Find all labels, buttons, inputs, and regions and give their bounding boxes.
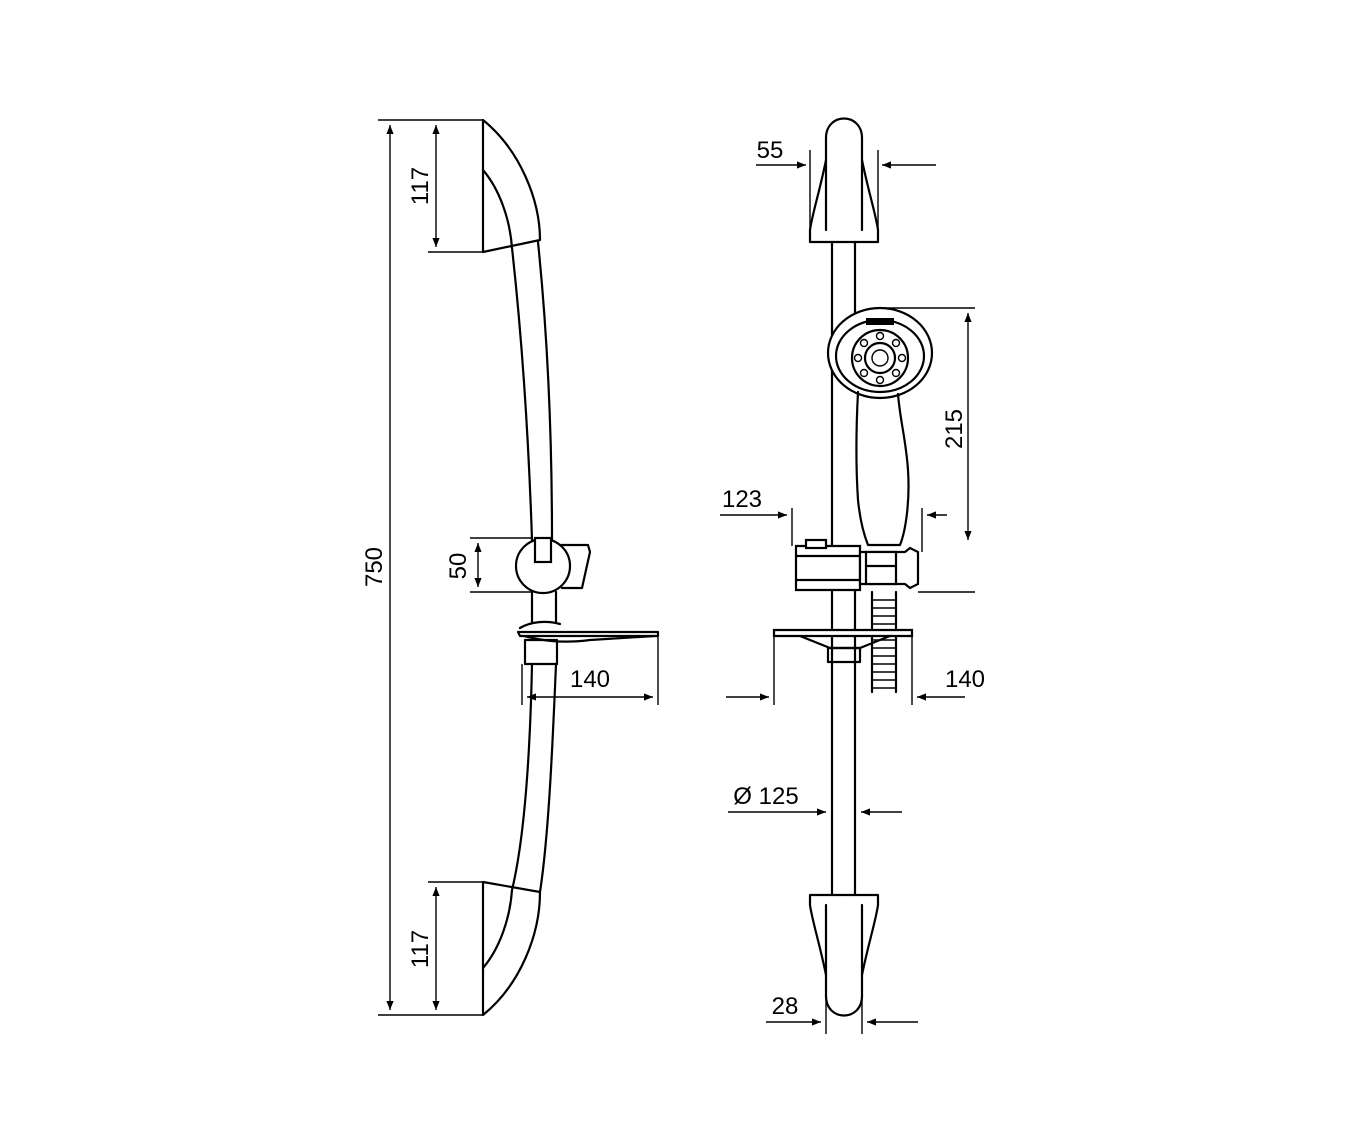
dim-hose-diameter: Ø 125	[728, 783, 902, 816]
front-top-bracket	[808, 117, 880, 244]
dim-bracket-width: 55	[756, 137, 936, 242]
label-bracket-width: 55	[757, 137, 784, 164]
dim-tray-depth: 140	[521, 636, 659, 705]
dim-slider-width: 123	[720, 486, 947, 552]
side-soap-tray	[516, 620, 660, 666]
label-bottom-bracket-height: 117	[407, 930, 434, 968]
side-top-bracket	[481, 118, 542, 254]
dim-tray-width: 140	[726, 636, 985, 705]
label-tray-depth: 140	[570, 666, 610, 693]
dim-overall-height: 750	[361, 119, 483, 1016]
label-overall-height: 750	[361, 547, 388, 587]
side-lower-rail	[510, 662, 558, 894]
label-slider-height: 50	[445, 553, 472, 580]
dim-top-bracket: 117	[407, 125, 483, 253]
dim-rail-diameter: 28	[766, 993, 918, 1034]
side-bottom-bracket	[481, 880, 542, 1017]
label-tray-width: 140	[945, 666, 985, 693]
label-top-bracket-height: 117	[407, 167, 434, 205]
front-view: 55 215 123 140 Ø 125	[720, 117, 985, 1034]
label-rail-diameter: 28	[772, 993, 799, 1020]
dim-slider-height: 50	[445, 537, 533, 593]
side-view: 750 117 117 50 140	[361, 118, 660, 1017]
front-bottom-bracket	[808, 893, 880, 1017]
front-slider	[794, 538, 920, 592]
label-slider-width: 123	[722, 486, 762, 513]
front-soap-tray	[772, 628, 914, 664]
front-hose	[870, 590, 898, 694]
dim-handshower-length: 215	[880, 307, 975, 540]
label-handshower-length: 215	[941, 409, 968, 449]
dim-bottom-bracket: 117	[407, 881, 483, 1010]
side-upper-rail	[510, 240, 554, 542]
front-hand-shower	[826, 306, 934, 547]
label-hose-diameter: Ø 125	[733, 783, 798, 810]
front-rail	[830, 240, 857, 897]
side-slider	[514, 536, 592, 624]
